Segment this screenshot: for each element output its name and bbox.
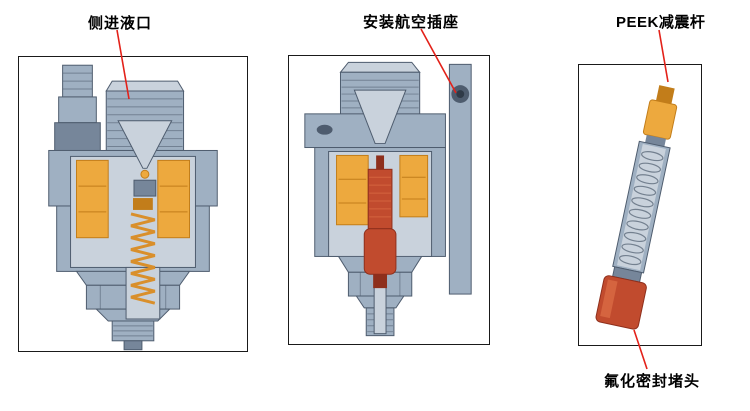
side-inlet-port [54, 64, 101, 155]
valve-side-inlet-diagram [48, 64, 218, 351]
annotation-peek-rod: PEEK减震杆 [616, 14, 706, 31]
return-spring [130, 212, 156, 305]
fluoride-seal-plug [595, 275, 647, 330]
panel-valve-side-inlet [18, 56, 248, 352]
outer-shell-plate [448, 63, 472, 295]
aviation-socket-diagram [304, 61, 472, 337]
rod-top-knob [655, 85, 675, 106]
peek-damper-head [642, 99, 678, 140]
coil-left [76, 159, 109, 239]
coil-right [399, 154, 429, 218]
coil-left [336, 154, 369, 226]
armature [133, 169, 157, 210]
peek-damper-rod-diagram [595, 85, 678, 330]
valve-core-plug [363, 155, 397, 289]
damper-rod-assembly [595, 85, 678, 330]
annotation-side-inlet: 侧进液口 [88, 15, 153, 32]
panel-aviation-socket [288, 55, 490, 345]
annotation-seal-plug: 氟化密封堵头 [604, 373, 701, 390]
inlet-funnel [117, 120, 173, 169]
annotation-aviation-socket: 安装航空插座 [363, 14, 460, 31]
valve-body [48, 149, 218, 272]
coil-right [157, 159, 191, 239]
panel-peek-damper-rod [578, 64, 702, 346]
